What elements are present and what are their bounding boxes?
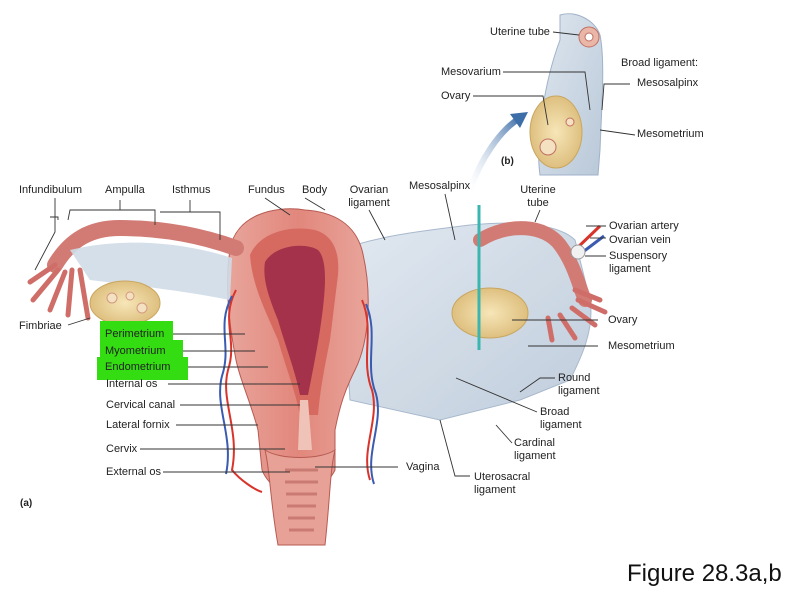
inset-ovary [529,95,583,169]
label-cervix: Cervix [106,443,138,455]
panel-label-a: (a) [20,498,33,509]
label-infundibulum: Infundibulum [19,184,82,196]
label-ovary: Ovary [608,314,638,326]
uterine-tube-left [47,219,244,273]
label-isthmus: Isthmus [172,184,211,196]
label-external-os: External os [106,466,162,478]
label-internal-os: Internal os [106,378,158,390]
label-ovarian-ligament: Ovarian ligament [348,184,390,209]
label-fundus: Fundus [248,184,285,196]
label-cardinal-ligament: Cardinal ligament [514,437,556,462]
endometrium-cavity [264,245,325,395]
label-fimbriae: Fimbriae [19,320,62,332]
label-mesosalpinx: Mesosalpinx [409,180,471,192]
ovary-right [451,287,529,339]
inset-arrow [467,115,523,193]
label-mesosalpinx-b: Mesosalpinx [637,77,699,89]
mesosalpinx-left [70,242,232,300]
vessels-right [361,299,375,481]
vagina-shape [264,448,336,546]
fimbriae-right [545,287,608,343]
label-mesovarium-b: Mesovarium [441,66,501,78]
suspensory-ligament-end [570,244,586,260]
label-ampulla: Ampulla [105,184,145,196]
label-ovarian-artery: Ovarian artery [609,220,679,232]
label-ovarian-vein: Ovarian vein [609,234,671,246]
figure-caption: Figure 28.3a,b [627,560,782,587]
uterine-tube-right [473,221,592,307]
fimbriae-left [27,262,91,321]
label-uterine-tube: Uterine tube [520,184,556,209]
label-cervical-canal: Cervical canal [106,399,176,411]
cervical-canal-shape [298,400,312,450]
label-broad-ligament: Broad ligament [540,406,582,431]
label-ovary-b: Ovary [441,90,471,102]
highlight-myometrium [100,340,183,360]
label-mesometrium-b: Mesometrium [637,128,704,140]
label-uterosacral-ligament: Uterosacral ligament [474,471,531,496]
label-vagina: Vagina [406,461,440,473]
label-broad-ligament-b: Broad ligament: [621,57,699,69]
label-uterine-tube-b: Uterine tube [490,26,550,38]
vaginal-rugae [285,468,318,532]
vessels-left [225,289,263,493]
label-suspensory-ligament: Suspensory ligament [609,250,668,275]
panel-label-b: (b) [501,156,514,167]
label-perimetrium: Perimetrium [105,328,165,340]
leader-lines [34,31,636,477]
label-mesometrium: Mesometrium [608,340,675,352]
label-round-ligament: Round ligament [558,372,600,397]
label-endometrium: Endometrium [105,361,171,373]
label-myometrium: Myometrium [105,345,166,357]
ovary-left [89,280,161,326]
highlight-endometrium [97,357,188,380]
label-lateral-fornix: Lateral fornix [106,419,170,431]
label-body: Body [302,184,328,196]
